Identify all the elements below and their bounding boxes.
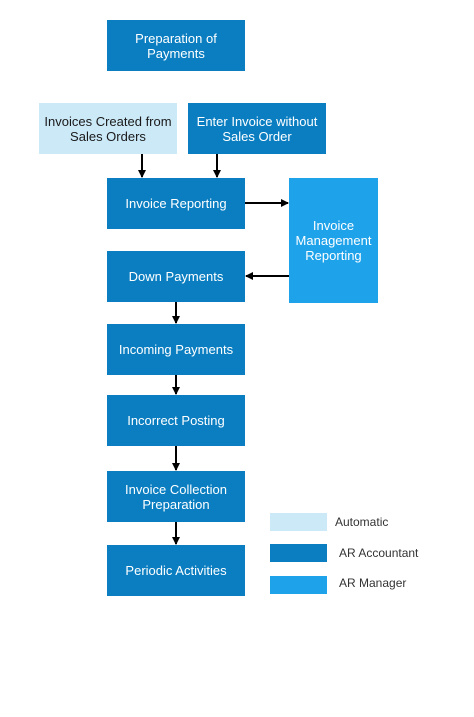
node-incorrect-posting: Incorrect Posting [107, 395, 245, 446]
node-invoice-management-reporting: Invoice Management Reporting [289, 178, 378, 303]
legend-label-automatic: Automatic [335, 515, 389, 529]
legend-swatch-ar-accountant [270, 544, 327, 562]
legend-label-ar-accountant: AR Accountant [339, 546, 419, 560]
node-preparation-of-payments: Preparation of Payments [107, 20, 245, 71]
node-invoice-collection-preparation: Invoice Collection Preparation [107, 471, 245, 522]
node-incoming-payments: Incoming Payments [107, 324, 245, 375]
node-enter-invoice-without-sales-order: Enter Invoice without Sales Order [188, 103, 326, 154]
legend-swatch-ar-manager [270, 576, 327, 594]
legend-swatch-automatic [270, 513, 327, 531]
legend-label-ar-manager: AR Manager [339, 576, 407, 590]
node-invoice-reporting: Invoice Reporting [107, 178, 245, 229]
node-down-payments: Down Payments [107, 251, 245, 302]
node-invoices-created-from-sales-orders: Invoices Created from Sales Orders [39, 103, 177, 154]
node-periodic-activities: Periodic Activities [107, 545, 245, 596]
